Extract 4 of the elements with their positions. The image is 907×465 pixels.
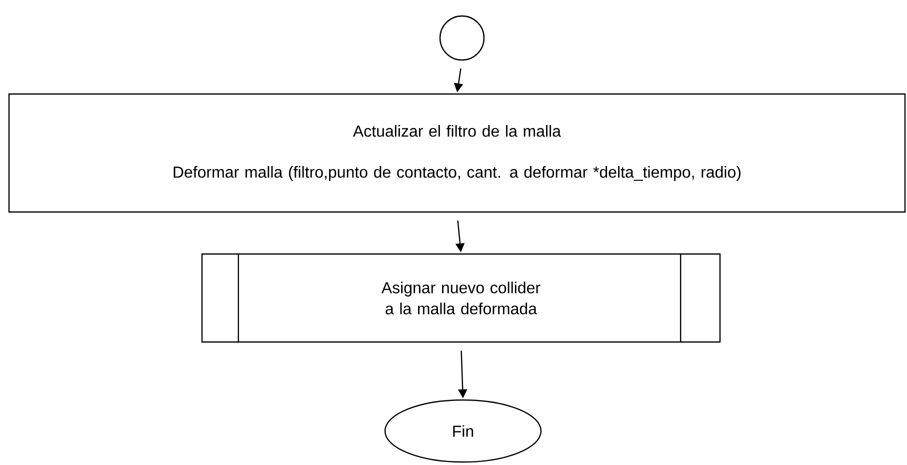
start-circle <box>439 15 485 61</box>
subprocess-box: Asignar nuevo collider a la malla deformada <box>201 253 721 343</box>
end-terminal: Fin <box>384 399 542 463</box>
process-box: Actualizar el filtro de la malla Deformar malla (filtro,punto de contacto, cant. a deformar *delta_tiempo, radio) <box>8 93 906 213</box>
